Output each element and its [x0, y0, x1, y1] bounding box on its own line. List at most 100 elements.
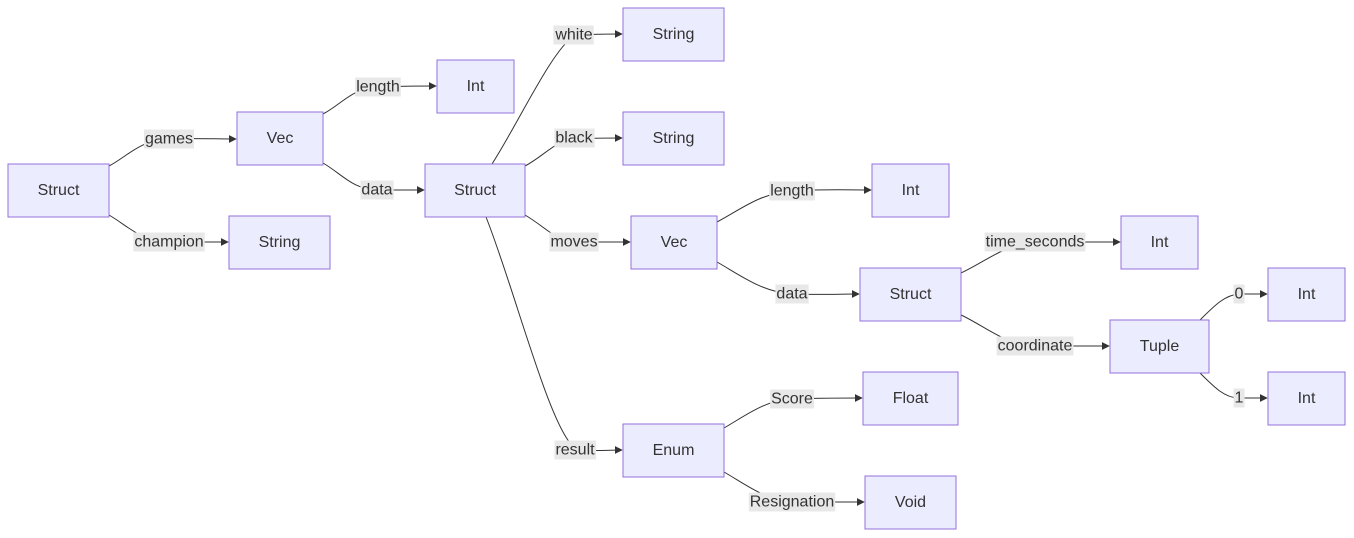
node-float: Float	[862, 371, 959, 426]
node-label: Int	[1298, 390, 1316, 407]
node-box	[1267, 371, 1346, 426]
edge-label-background	[360, 180, 394, 200]
edge-label-group: black	[554, 128, 595, 148]
edge-label-background	[133, 232, 205, 252]
edge-label: length	[770, 183, 814, 200]
edge-label-background	[553, 25, 594, 45]
edge-label-background	[748, 492, 836, 512]
edge-label: 1	[1235, 390, 1244, 407]
edge-label-background	[996, 336, 1074, 356]
edge-label-group: champion	[133, 232, 205, 252]
edge-label: moves	[550, 234, 597, 251]
node-box	[1267, 267, 1346, 322]
node-struct: Struct	[424, 163, 526, 218]
node-box	[436, 59, 515, 114]
edge-label-background	[775, 284, 809, 304]
node-vec: Vec	[630, 215, 718, 270]
node-string: String	[622, 7, 725, 62]
node-box	[1120, 215, 1199, 270]
edge-label-group: moves	[549, 232, 599, 252]
node-vec: Vec	[236, 111, 324, 166]
edge-label-background	[554, 128, 595, 148]
edge-label-group: white	[553, 25, 594, 45]
edge-label-background	[1233, 388, 1245, 408]
edge-label-group: 1	[1233, 388, 1245, 408]
node-box	[236, 111, 324, 166]
node-label: Struct	[890, 286, 932, 303]
edge-label: games	[145, 131, 193, 148]
edge-label: Score	[771, 391, 813, 408]
node-label: Enum	[653, 442, 695, 459]
edge-label-group: data	[360, 180, 394, 200]
node-box	[7, 163, 110, 218]
node-int: Int	[436, 59, 515, 114]
node-tuple: Tuple	[1109, 319, 1210, 374]
node-label: Tuple	[1140, 338, 1180, 355]
edge-label-group: length	[355, 77, 401, 97]
node-box	[228, 215, 331, 270]
node-box	[424, 163, 526, 218]
node-label: Struct	[454, 182, 496, 199]
edge-label-background	[143, 129, 195, 149]
edge-label: black	[555, 130, 593, 147]
edge-label-group: games	[143, 129, 195, 149]
node-void: Void	[864, 475, 957, 530]
node-box	[630, 215, 718, 270]
node-string: String	[228, 215, 331, 270]
edge-label-background	[549, 232, 599, 252]
node-box	[1109, 319, 1210, 374]
edge-label: data	[361, 182, 392, 199]
edge-label-group: result	[554, 440, 597, 460]
node-box	[862, 371, 959, 426]
edge-label-background	[770, 389, 814, 409]
edge-0-12	[1199, 290, 1268, 321]
node-label: Int	[902, 182, 920, 199]
edge-result-7	[485, 216, 623, 455]
edge-label-background	[984, 232, 1086, 252]
edge-label-group: coordinate	[996, 336, 1074, 356]
node-label: String	[259, 234, 301, 251]
node-string: String	[622, 111, 725, 166]
edge-label-background	[1233, 284, 1245, 304]
node-label: Int	[1298, 286, 1316, 303]
edge-label: data	[776, 286, 807, 303]
node-box	[864, 475, 957, 530]
node-box	[622, 423, 725, 478]
node-box	[622, 111, 725, 166]
node-label: Float	[893, 390, 929, 407]
node-label: Vec	[267, 130, 294, 147]
edge-label-group: 0	[1233, 284, 1245, 304]
node-int: Int	[871, 163, 950, 218]
edge-label-group: time_seconds	[984, 232, 1086, 252]
edge-label-group: data	[775, 284, 809, 304]
node-box	[859, 267, 962, 322]
node-box	[622, 7, 725, 62]
node-label: Int	[467, 78, 485, 95]
edge-label: coordinate	[998, 338, 1073, 355]
node-label: String	[653, 26, 695, 43]
edge-label: 0	[1235, 286, 1244, 303]
edge-label: champion	[134, 234, 203, 251]
edge-label: white	[554, 27, 592, 44]
node-box	[871, 163, 950, 218]
node-label: Vec	[661, 234, 688, 251]
edge-label: result	[555, 442, 595, 459]
edge-label-background	[355, 77, 401, 97]
node-label: Struct	[38, 182, 80, 199]
edge-labels-layer: games champion length data white black moves re…	[133, 25, 1245, 512]
edge-label: Resignation	[750, 494, 835, 511]
edge-label-background	[769, 181, 815, 201]
edge-label: time_seconds	[986, 234, 1085, 251]
edge-label-group: Score	[770, 389, 814, 409]
edge-label-group: Resignation	[748, 492, 836, 512]
node-label: String	[653, 130, 695, 147]
node-label: Int	[1151, 234, 1169, 251]
node-struct: Struct	[7, 163, 110, 218]
edge-label-group: length	[769, 181, 815, 201]
node-int: Int	[1267, 267, 1346, 322]
edge-1-13	[1199, 372, 1268, 402]
node-int: Int	[1267, 371, 1346, 426]
node-enum: Enum	[622, 423, 725, 478]
node-label: Void	[895, 494, 926, 511]
